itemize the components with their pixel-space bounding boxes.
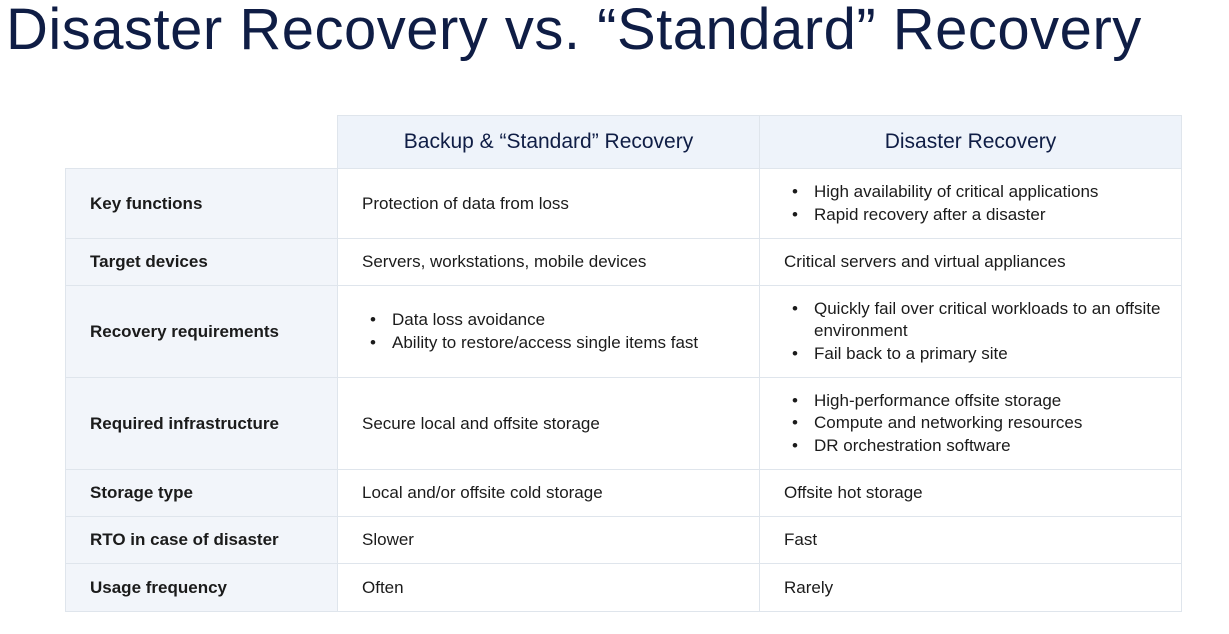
cell-text: Local and/or offsite cold storage (362, 483, 603, 502)
bullet-list: Quickly fail over critical workloads to … (792, 298, 1181, 366)
corner-cell (65, 115, 338, 169)
cell-text: Offsite hot storage (784, 483, 923, 502)
bullet-list: High availability of critical applicatio… (792, 181, 1181, 226)
table-row: Storage type Local and/or offsite cold st… (65, 469, 1182, 517)
bullet-item: Data loss avoidance (370, 309, 759, 332)
cell-text: Servers, workstations, mobile devices (362, 252, 647, 271)
bullet-item: Compute and networking resources (792, 412, 1181, 435)
bullet-list: High-performance offsite storageCompute … (792, 390, 1181, 458)
row-label: RTO in case of disaster (65, 516, 338, 564)
cell-text: Slower (362, 530, 414, 549)
table-row: Usage frequency Often Rarely (65, 563, 1182, 612)
cell-text: Protection of data from loss (362, 193, 569, 213)
standard-cell: Data loss avoidanceAbility to restore/ac… (337, 285, 760, 378)
table-row: RTO in case of disaster Slower Fast (65, 516, 1182, 564)
column-header-dr: Disaster Recovery (759, 115, 1182, 169)
table-row: Target devices Servers, workstations, mob… (65, 238, 1182, 286)
cell-text: Rarely (784, 577, 834, 597)
dr-cell: Rarely (759, 563, 1182, 612)
table-row: Required infrastructure Secure local and … (65, 377, 1182, 470)
standard-cell: Slower (337, 516, 760, 564)
slide-title: Disaster Recovery vs. “Standard” Recover… (6, 0, 1142, 62)
bullet-item: Rapid recovery after a disaster (792, 204, 1181, 227)
dr-cell: High availability of critical applicatio… (759, 168, 1182, 239)
cell-text: Often (362, 577, 404, 597)
dr-cell: High-performance offsite storageCompute … (759, 377, 1182, 470)
dr-cell: Offsite hot storage (759, 469, 1182, 517)
row-label: Target devices (65, 238, 338, 286)
bullet-item: Quickly fail over critical workloads to … (792, 298, 1181, 343)
bullet-item: High availability of critical applicatio… (792, 181, 1181, 204)
row-label: Key functions (65, 168, 338, 239)
dr-cell: Fast (759, 516, 1182, 564)
cell-text: Secure local and offsite storage (362, 413, 600, 433)
cell-text: Critical servers and virtual appliances (784, 252, 1066, 271)
row-label: Usage frequency (65, 563, 338, 612)
bullet-item: DR orchestration software (792, 435, 1181, 458)
standard-cell: Often (337, 563, 760, 612)
row-label: Recovery requirements (65, 285, 338, 378)
row-label: Storage type (65, 469, 338, 517)
bullet-item: High-performance offsite storage (792, 390, 1181, 413)
cell-text: Fast (784, 530, 818, 549)
bullet-list: Data loss avoidanceAbility to restore/ac… (370, 309, 759, 354)
table-row: Recovery requirements Data loss avoidance… (65, 285, 1182, 378)
row-label: Required infrastructure (65, 377, 338, 470)
standard-cell: Protection of data from loss (337, 168, 760, 239)
table-row: Key functions Protection of data from los… (65, 168, 1182, 239)
standard-cell: Secure local and offsite storage (337, 377, 760, 470)
standard-cell: Servers, workstations, mobile devices (337, 238, 760, 286)
standard-cell: Local and/or offsite cold storage (337, 469, 760, 517)
dr-cell: Critical servers and virtual appliances (759, 238, 1182, 286)
dr-cell: Quickly fail over critical workloads to … (759, 285, 1182, 378)
bullet-item: Ability to restore/access single items f… (370, 332, 759, 355)
comparison-table: Backup & “Standard” Recovery Disaster Re… (65, 115, 1182, 612)
bullet-item: Fail back to a primary site (792, 343, 1181, 366)
column-header-standard: Backup & “Standard” Recovery (337, 115, 760, 169)
